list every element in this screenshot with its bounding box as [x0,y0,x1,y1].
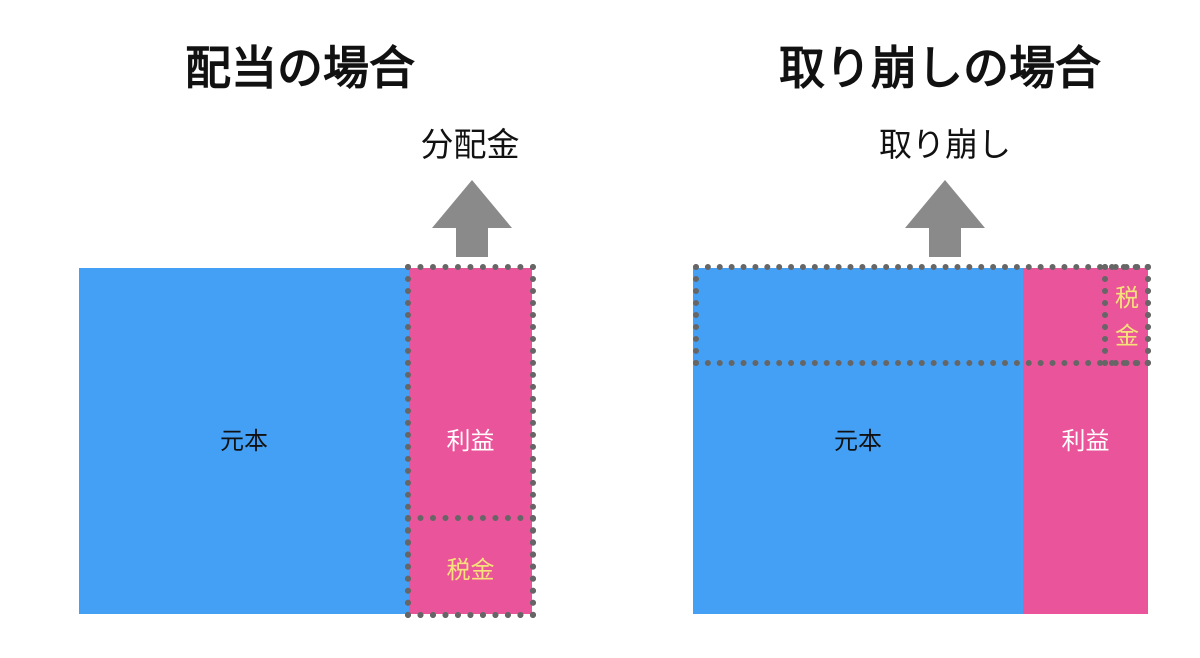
principal-label: 元本 [834,427,882,455]
tax-dashed-outline [1102,264,1151,366]
profit-block: 利益 税金 [409,268,532,614]
dividend-title: 配当の場合 [185,41,415,95]
tax-label: 税金 [446,556,495,584]
principal-block: 元本 [693,268,1023,614]
dividend-flow-label: 分配金 [420,125,520,164]
profit-label: 利益 [446,427,495,455]
up-arrow-icon [432,180,512,257]
withdrawal-flow-label: 取り崩し [879,125,1011,164]
up-arrow-icon [905,180,985,257]
tax-label-line2: 金 [1115,322,1139,350]
withdrawal-title: 取り崩しの場合 [779,41,1101,95]
tax-dashed-outline [405,515,536,618]
principal-block: 元本 [79,268,409,614]
principal-label: 元本 [220,427,268,455]
profit-label: 利益 [1061,427,1110,455]
profit-block: 利益 税 金 [1023,268,1148,614]
withdrawal-dashed-outline [693,264,1151,366]
tax-label-line1: 税 [1115,284,1139,312]
